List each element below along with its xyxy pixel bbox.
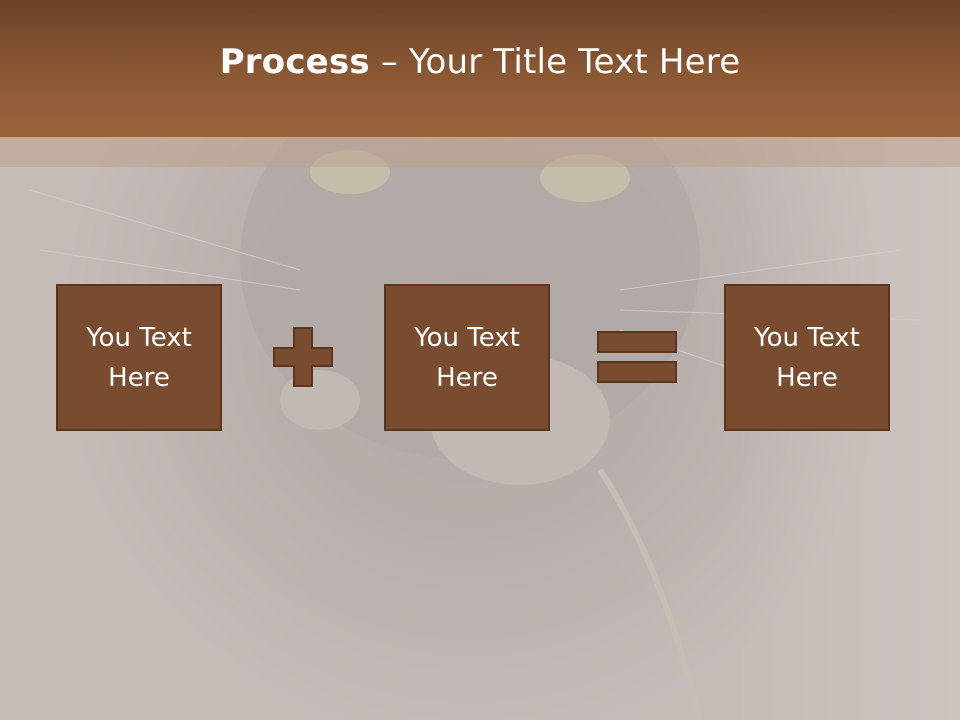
process-box-1[interactable]: You Text Here (56, 284, 222, 431)
equals-icon (597, 331, 677, 383)
process-box-2[interactable]: You Text Here (384, 284, 550, 431)
process-box-1-text: You Text Here (86, 322, 192, 393)
process-box-3[interactable]: You Text Here (724, 284, 890, 431)
process-box-3-text: You Text Here (754, 322, 860, 393)
header-shadow-band (0, 137, 960, 167)
title-rest: – Your Title Text Here (369, 41, 741, 82)
slide-header: Process – Your Title Text Here (0, 0, 960, 137)
slide-title: Process – Your Title Text Here (220, 42, 741, 82)
title-bold: Process (219, 41, 370, 82)
plus-icon (273, 327, 333, 387)
process-box-2-text: You Text Here (414, 322, 520, 393)
